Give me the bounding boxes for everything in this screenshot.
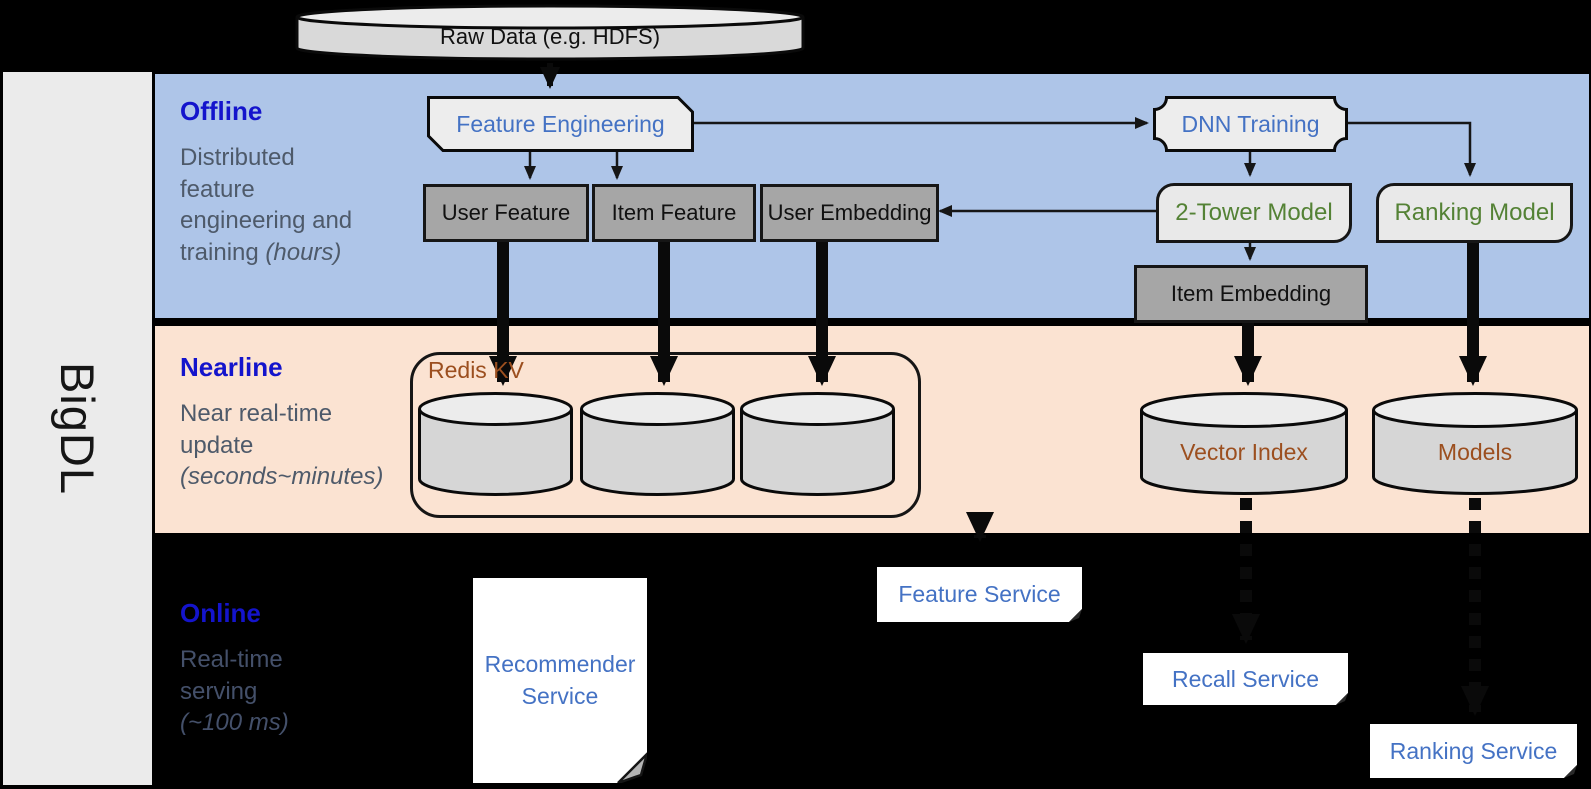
dnn-training-label: DNN Training [1181,110,1320,137]
bigdl-side-panel: BigDL [3,72,152,785]
models-label: Models [1437,438,1513,465]
feature-engineering-node: Feature Engineering [427,96,694,152]
item-embedding-label: Item Embedding [1170,281,1332,306]
ranking-service-label: Ranking Service [1389,737,1558,764]
document-shape [1370,724,1577,778]
feature-engineering-label: Feature Engineering [456,110,665,137]
nearline-title: Nearline [180,352,283,382]
two-tower-model-node: 2-Tower Model [1156,183,1352,243]
redis-cylinder-2 [580,392,735,497]
dnn-training-node: DNN Training [1153,96,1348,152]
nearline-description: Near real-time update (seconds~minutes) [180,400,384,491]
ranking-service-node: Ranking Service [1370,724,1577,778]
raw-data-label: Raw Data (e.g. HDFS) [439,24,661,49]
redis-cylinder-1 [418,392,573,497]
online-description: Real-time serving (~100 ms) [180,646,289,737]
cylinder-shape [580,392,735,496]
offline-title: Offline [180,96,263,126]
document-shape [1143,653,1348,705]
item-feature-node: Item Feature [592,184,756,242]
user-embedding-node: User Embedding [760,184,939,242]
offline-description: Distributed feature engineering and trai… [180,144,353,267]
raw-data-store: Raw Data (e.g. HDFS) [295,4,805,62]
ranking-model-node: Ranking Model [1376,183,1573,243]
feature-service-node: Feature Service [877,567,1082,622]
redis-cylinder-3 [740,392,895,497]
document-shape [473,578,647,783]
vector-index-label: Vector Index [1180,438,1308,465]
cylinder-shape [1140,392,1348,495]
redis-kv-label: Redis KV [428,357,524,383]
cylinder-shape [295,4,805,61]
online-title: Online [180,598,261,628]
arrow-dnn-to-ranking-model [1348,121,1476,177]
recall-service-node: Recall Service [1143,653,1348,705]
cylinder-shape [740,392,895,496]
recommender-service-node: Recommender Service [473,578,647,783]
two-tower-model-label: 2-Tower Model [1175,199,1333,226]
snip-corner-shape [427,96,694,152]
recommender-service-label: Recommender Service [484,651,636,709]
document-shape [877,567,1082,622]
plaque-shape [1153,96,1348,152]
item-feature-label: Item Feature [611,200,737,225]
user-feature-label: User Feature [441,200,571,225]
cylinder-shape [418,392,573,496]
cylinder-shape [1372,392,1578,495]
band-divider [155,318,1589,326]
feature-service-label: Feature Service [898,581,1061,607]
user-feature-node: User Feature [423,184,589,242]
item-embedding-node: Item Embedding [1134,265,1368,323]
vector-index-store: Vector Index [1140,392,1348,496]
user-embedding-label: User Embedding [767,200,932,225]
recall-service-label: Recall Service [1172,665,1319,692]
ranking-model-label: Ranking Model [1394,199,1555,226]
models-store: Models [1372,392,1578,496]
